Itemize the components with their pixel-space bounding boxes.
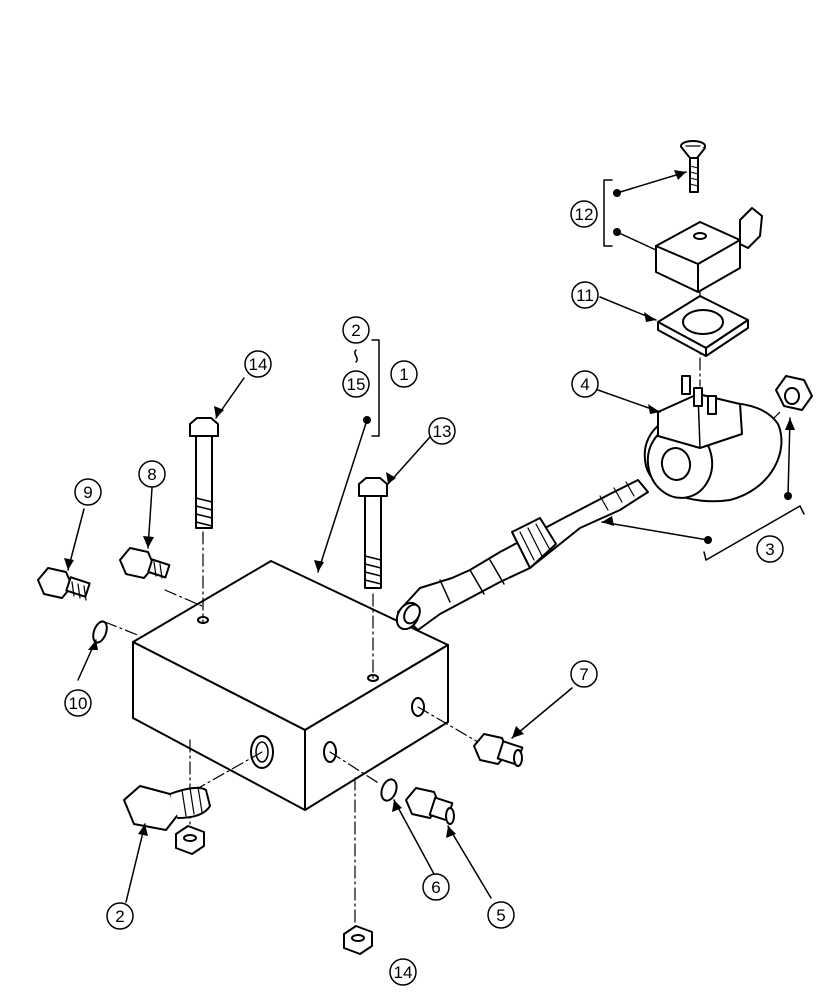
o-ring-10 [92, 620, 108, 644]
screw-12 [680, 140, 706, 193]
callout-15 [342, 370, 370, 398]
callout-10 [64, 689, 92, 717]
callout-2-top [342, 316, 370, 344]
callout-2-bottom-label: 2 [115, 907, 124, 926]
callout-circles [64, 200, 784, 986]
callout-6 [422, 873, 450, 901]
nut-bottom [343, 925, 373, 955]
o-ring-6 [380, 778, 398, 802]
callout-5-label: 5 [496, 906, 505, 925]
brackets [371, 179, 805, 561]
callout-10-label: 10 [69, 694, 88, 713]
arrow-heads [64, 170, 795, 838]
fitting-7 [473, 733, 524, 767]
callout-9 [74, 478, 102, 506]
cartridge-valve [395, 479, 649, 631]
callout-3-label: 3 [765, 540, 774, 559]
solenoid-coil [643, 375, 783, 503]
callout-15-label: 15 [347, 375, 366, 394]
callout-13-label: 13 [433, 422, 452, 441]
callout-11 [571, 281, 599, 309]
callout-13 [428, 417, 456, 445]
callout-4-label: 4 [580, 375, 589, 394]
callout-1 [390, 360, 418, 388]
callout-14-bottom-label: 14 [394, 963, 413, 982]
callout-12 [570, 200, 598, 228]
callout-14-top-label: 14 [249, 355, 268, 374]
valve-block [132, 560, 449, 811]
plug-2 [123, 785, 211, 831]
callout-9-label: 9 [83, 483, 92, 502]
callout-6-label: 6 [431, 878, 440, 897]
fitting-5 [405, 787, 455, 825]
callout-14-bottom [389, 958, 417, 986]
callout-4 [571, 370, 599, 398]
tilde-mark [354, 349, 358, 363]
callout-8 [138, 460, 166, 488]
callout-1-label: 1 [399, 365, 408, 384]
bolt-short [358, 477, 388, 589]
callout-8-label: 8 [147, 465, 156, 484]
callout-11-label: 11 [576, 286, 594, 305]
connector-12 [655, 207, 763, 293]
fitting-8 [119, 547, 171, 579]
callout-14-top [244, 350, 272, 378]
nut-small [175, 825, 205, 855]
callout-5 [487, 901, 515, 929]
gasket-11 [657, 295, 749, 357]
fitting-9 [37, 567, 91, 601]
callout-7-label: 7 [579, 665, 588, 684]
callout-7 [570, 660, 598, 688]
coil-nut [775, 375, 813, 411]
bolt-long [189, 417, 219, 529]
callout-12-label: 12 [575, 205, 594, 224]
callout-2-bottom [106, 902, 134, 930]
callout-3 [756, 535, 784, 563]
valve-block-side-face [304, 644, 449, 811]
leader-dots [363, 189, 792, 544]
callout-2-top-label: 2 [351, 321, 360, 340]
